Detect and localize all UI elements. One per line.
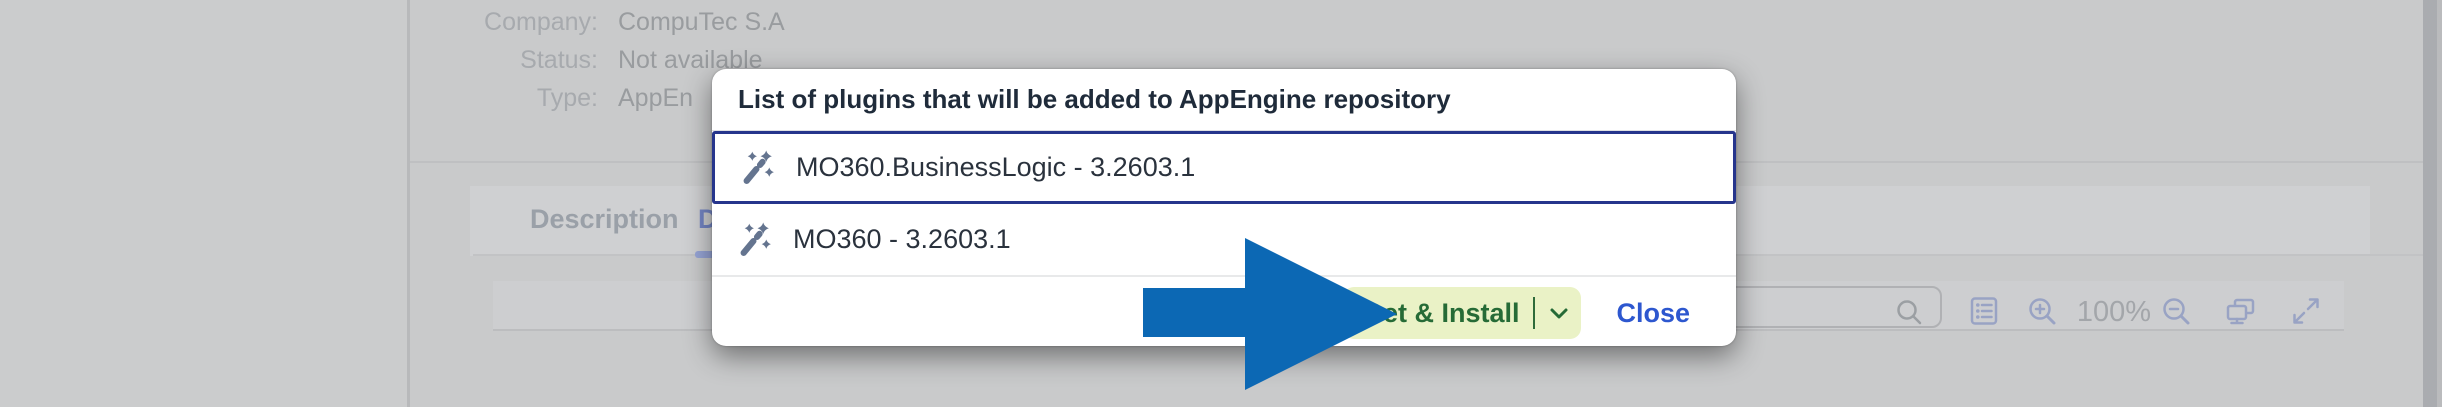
split-button-separator [1533,297,1536,329]
page-scrollbar[interactable] [2423,0,2437,407]
dialog-title: List of plugins that will be added to Ap… [738,84,1451,114]
plugin-name: MO360.BusinessLogic - 3.2603.1 [796,152,1196,182]
page-scrollbar-track [2437,0,2442,407]
list-item-plugin-1[interactable]: MO360.BusinessLogic - 3.2603.1 [712,131,1736,204]
list-item-plugin-2[interactable]: MO360 - 3.2603.1 [712,204,1736,277]
close-button[interactable]: Close [1616,297,1690,328]
field-status-label: Status: [520,46,598,74]
plugin-list-dialog: List of plugins that will be added to Ap… [712,69,1736,346]
sys-monitor-icon[interactable] [2224,295,2258,329]
field-company-value: CompuTec S.A [618,8,785,36]
dialog-header: List of plugins that will be added to Ap… [712,69,1736,131]
field-type-label: Type: [536,84,598,112]
fullscreen-icon[interactable] [2290,295,2322,327]
field-type-value: AppEn [618,84,694,112]
zoom-level: 100% [2076,296,2152,328]
search-icon[interactable] [1894,297,1926,329]
plugin-list: MO360.BusinessLogic - 3.2603.1 MO360 - 3… [712,131,1736,280]
detail-list-icon[interactable] [1968,295,2000,327]
get-install-label: Get & Install [1361,297,1520,328]
get-install-button[interactable]: Get & Install [1342,287,1582,339]
zoom-out-icon[interactable] [2160,295,2194,329]
plugin-name: MO360 - 3.2603.1 [793,224,1011,254]
chevron-down-icon[interactable] [1547,301,1571,325]
zoom-in-icon[interactable] [2026,295,2060,329]
field-company-label: Company: [484,8,598,36]
magic-wand-icon [743,150,774,184]
left-panel-divider [407,0,410,407]
magic-wand-icon [740,222,771,256]
tab-description[interactable]: Description [530,204,679,234]
dialog-footer: Get & Install Close [712,280,1736,346]
